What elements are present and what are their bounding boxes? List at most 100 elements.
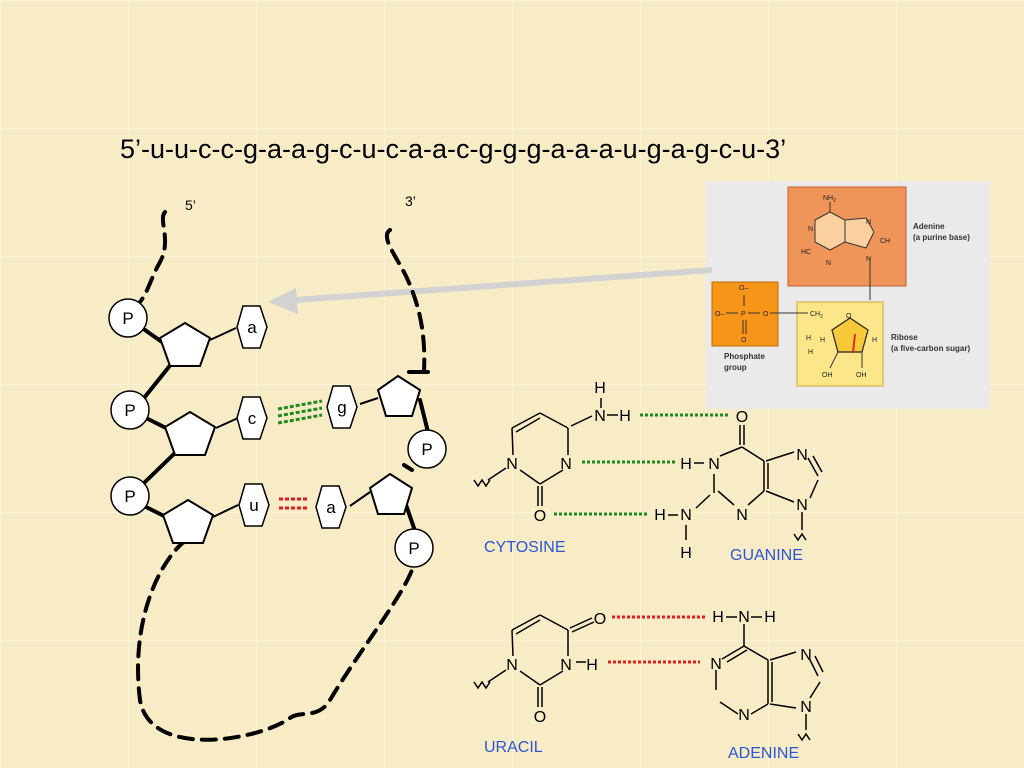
uracil-label: URACIL <box>484 739 543 756</box>
guanine-molecule <box>668 425 823 542</box>
ura-n3: N <box>560 657 572 674</box>
ura-o4: O <box>594 611 606 628</box>
gua-n7: N <box>796 447 808 464</box>
cg-hbonds <box>554 413 730 516</box>
end-3-label: 3’ <box>405 193 416 209</box>
sugar-5 <box>368 472 414 515</box>
strand-5-end <box>138 210 168 304</box>
inset-adenine-n1: N <box>808 226 813 233</box>
inset-nh2-sub: 2 <box>833 198 836 204</box>
phosphate-2-label: P <box>124 401 135 420</box>
ade-n3: N <box>738 707 750 724</box>
pointer-arrow <box>268 267 713 314</box>
phosphate-box <box>711 281 779 347</box>
adenine-molecule <box>715 616 824 742</box>
inset-ch2-sub: 2 <box>820 314 823 320</box>
inset-phosphate-o-bottom: O <box>741 337 747 344</box>
inset-adenine-name: Adenine <box>913 222 945 231</box>
adenine-label: ADENINE <box>728 745 799 762</box>
inset-ribose-h3: H <box>872 337 877 344</box>
gua-n1-h: H <box>680 456 692 473</box>
phosphates <box>108 298 447 568</box>
inset-ribose-h2: H <box>820 337 825 344</box>
svg-text:CH2: CH2 <box>810 311 823 320</box>
sugar-4 <box>376 374 422 417</box>
inset-phosphate-o-top: O– <box>739 285 748 292</box>
base-a-bottom <box>315 485 347 529</box>
phosphate-2 <box>110 390 150 430</box>
cyt-amine-n: N <box>594 408 606 425</box>
gua-n1: N <box>708 456 720 473</box>
ura-n1: N <box>506 657 518 674</box>
inset-phosphate-o-left: O– <box>715 311 724 318</box>
inset-ribose-h4: H <box>808 349 813 356</box>
base-a-top <box>236 305 268 349</box>
gua-o: O <box>736 409 748 426</box>
ura-o2: O <box>534 709 546 726</box>
ribose-box <box>796 301 884 387</box>
ade-amine-n: N <box>738 609 750 626</box>
base-a-top-label: a <box>247 318 257 337</box>
inset-adenine-n9: N <box>866 256 871 263</box>
cyt-n3: N <box>560 456 572 473</box>
ade-n9: N <box>800 699 812 716</box>
strand-loop <box>136 538 414 742</box>
inset-ribose-name: Ribose <box>891 333 918 342</box>
cytosine-molecule <box>473 398 618 506</box>
gua-n9: N <box>796 497 808 514</box>
cyt-n1: N <box>506 456 518 473</box>
strand-hbonds-au <box>279 497 309 510</box>
phosphate-4 <box>407 429 447 469</box>
strand-3-end <box>384 228 427 374</box>
inset-ribose-desc: (a five-carbon sugar) <box>891 344 970 353</box>
inset-ribose-oh2: OH <box>856 372 867 379</box>
phosphate-1 <box>108 298 148 338</box>
inset-adenine-desc: (a purine base) <box>913 233 970 242</box>
sugar-1 <box>158 321 212 367</box>
phosphate-5 <box>394 528 434 568</box>
base-u <box>238 483 270 527</box>
uracil-molecule <box>473 614 595 707</box>
sugar-3 <box>161 498 215 544</box>
sugar-2 <box>163 410 217 456</box>
cytosine-label: CYTOSINE <box>484 539 566 556</box>
ade-n1: N <box>710 656 722 673</box>
gua-amine-n: N <box>680 507 692 524</box>
ade-amine-h1: H <box>712 609 724 626</box>
cyt-o: O <box>534 508 546 525</box>
phosphate-3-label: P <box>124 487 135 506</box>
rna-sequence: 5’-u-u-c-c-g-a-a-g-c-u-c-a-a-c-g-g-g-a-a… <box>120 134 787 164</box>
ade-amine-h2: H <box>764 609 776 626</box>
inset-ribose-o: O <box>846 313 852 320</box>
gua-n3: N <box>736 507 748 524</box>
ribose-sugars <box>158 321 422 544</box>
adenine-five-ring <box>844 217 875 249</box>
inset-adenine-n7: N <box>866 219 871 226</box>
guanine-label: GUANINE <box>730 547 803 564</box>
inset-phosphate-o-right: O <box>763 311 769 318</box>
cyt-amine-h1: H <box>594 380 606 397</box>
adenine-six-ring <box>814 211 846 251</box>
nucleotide-inset: NH2 N HC N N CH N Adenine (a purine base… <box>706 181 990 409</box>
base-g <box>326 385 358 429</box>
inset-adenine-n3: N <box>826 260 831 267</box>
inset-adenine-hc: HC <box>801 249 811 256</box>
base-c <box>236 396 268 440</box>
cyt-amine-h2: H <box>619 408 631 425</box>
phosphate-4-label: P <box>421 440 432 459</box>
gua-amine-h2: H <box>680 545 692 562</box>
ribose-ring <box>831 317 869 353</box>
inset-phosphate-desc: group <box>724 363 747 372</box>
gua-amine-h1: H <box>654 507 666 524</box>
inset-ch2: CH <box>810 311 820 318</box>
base-g-label: g <box>337 398 346 417</box>
inset-phosphate-p: P <box>741 311 746 318</box>
svg-text:NH2: NH2 <box>823 195 836 204</box>
end-5-label: 5’ <box>185 197 196 213</box>
inset-nh2: NH <box>823 195 833 202</box>
bases <box>236 305 358 529</box>
base-a-bottom-label: a <box>326 498 336 517</box>
rna-strand <box>136 210 427 742</box>
strand-hbonds-gc <box>277 399 323 425</box>
